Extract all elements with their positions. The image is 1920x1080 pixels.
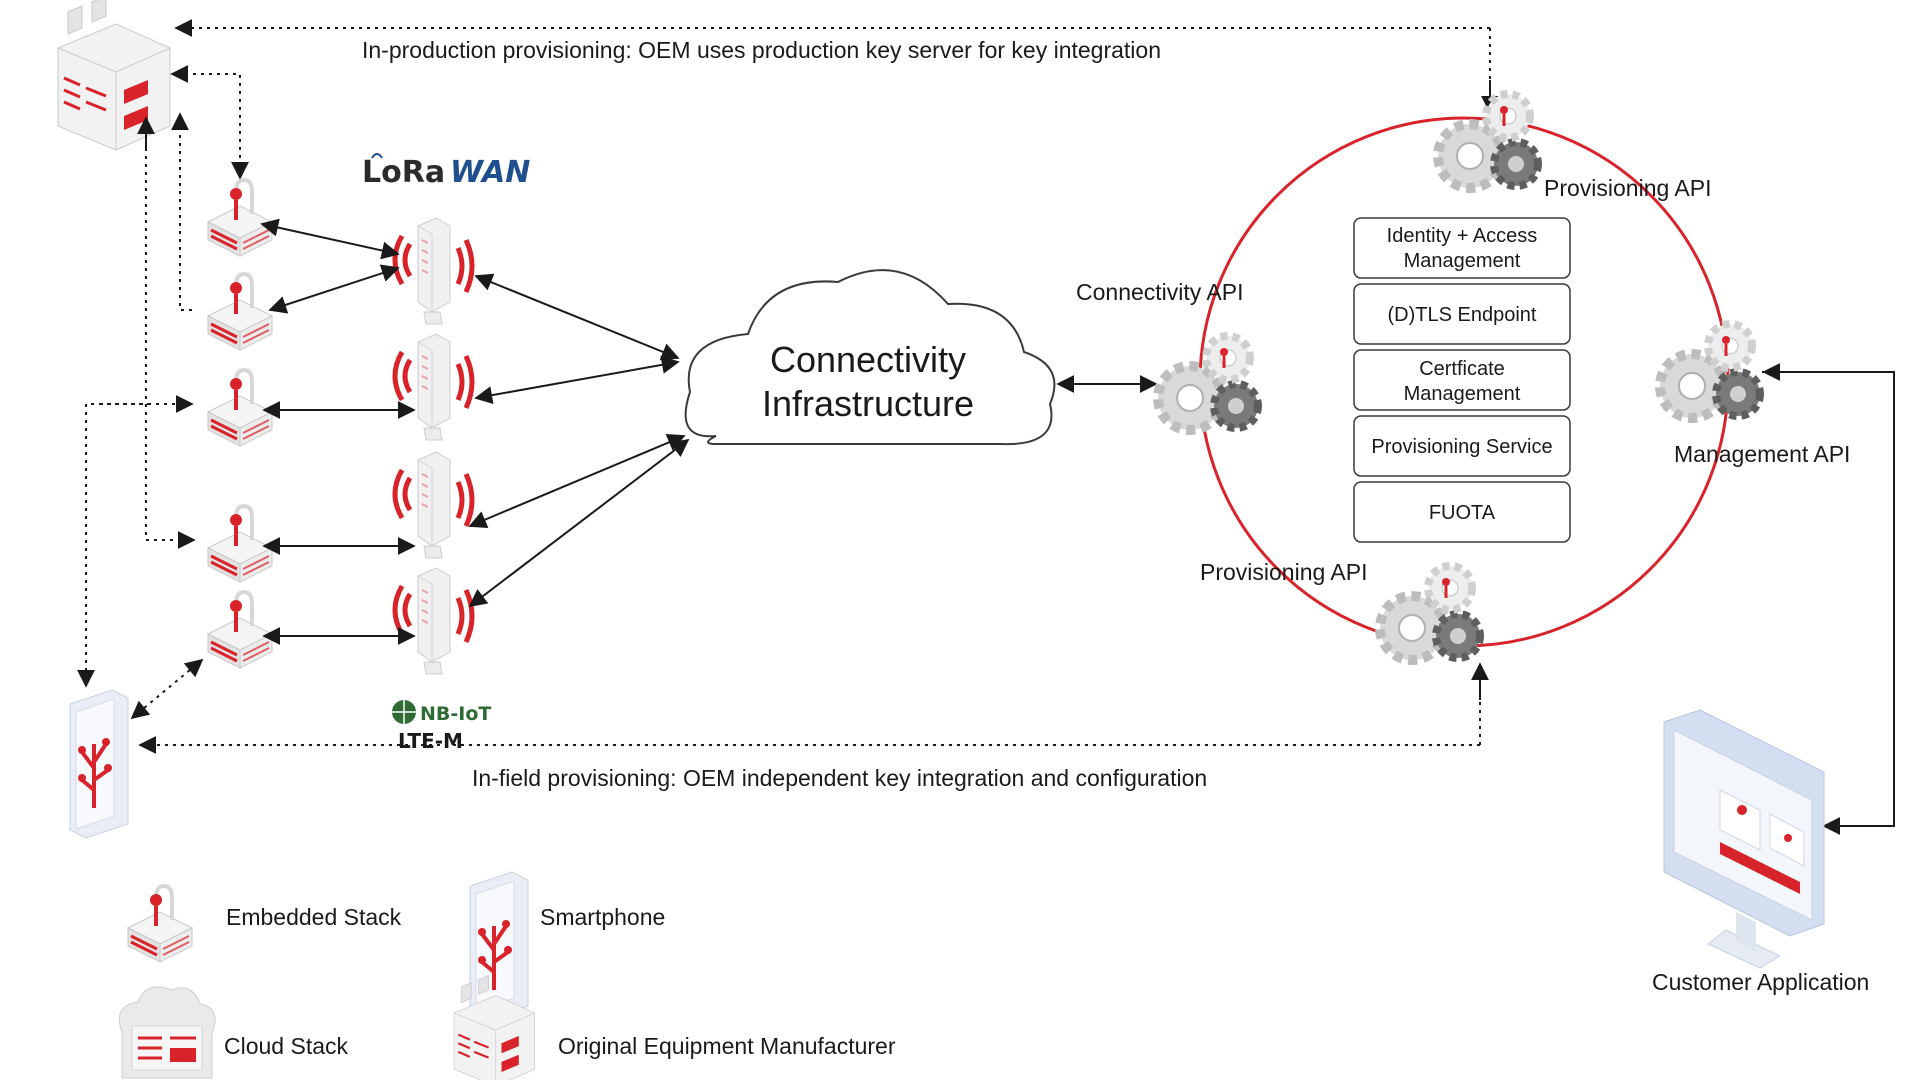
svg-text:Provisioning Service: Provisioning Service [1371, 436, 1552, 458]
svg-text:Identity + Access: Identity + Access [1387, 225, 1538, 247]
gateway-tower-1 [395, 218, 472, 324]
service-box-certificate: Certficate Management [1353, 349, 1571, 411]
gateway-cloud-links [468, 273, 690, 608]
in-field-provisioning-label: In-field provisioning: OEM independent k… [472, 765, 1207, 791]
oem-factory-icon [56, 0, 172, 152]
cloud-title-line1: Connectivity [770, 339, 966, 380]
svg-text:Certficate: Certficate [1419, 358, 1505, 380]
cloud-title-line2: Infrastructure [762, 383, 974, 424]
nbiot-logo: NB-IoT [392, 700, 491, 725]
service-box-provisioning: Provisioning Service [1353, 415, 1571, 477]
service-box-dtls: (D)TLS Endpoint [1353, 283, 1571, 345]
api-provisioning-bottom: Provisioning API [1200, 559, 1367, 585]
gateway-tower-2 [395, 334, 472, 440]
embedded-device-5 [206, 590, 274, 670]
svg-text:NB-IoT: NB-IoT [420, 703, 491, 725]
ltem-logo: LTE-M [398, 729, 463, 753]
embedded-device-4 [206, 504, 274, 584]
legend-embedded-stack-icon [126, 884, 194, 964]
customer-application-monitor-icon [1663, 709, 1825, 969]
embedded-device-3 [206, 368, 274, 448]
connectivity-infrastructure-cloud [684, 269, 1056, 446]
svg-text:WAN: WAN [450, 155, 530, 190]
legend-oem: Original Equipment Manufacturer [558, 1033, 896, 1059]
svg-text:LTE-M: LTE-M [398, 729, 463, 753]
gateway-tower-3 [395, 452, 472, 558]
gear-provisioning-top-icon [1438, 94, 1538, 188]
embedded-device-2 [206, 272, 274, 352]
api-provisioning-top: Provisioning API [1544, 175, 1711, 201]
gear-connectivity-icon [1158, 336, 1258, 430]
management-api-link [1762, 371, 1895, 835]
in-field-provisioning-line [140, 666, 1481, 745]
device-gateway-links [260, 218, 416, 645]
legend-cloud-stack-icon [117, 985, 217, 1080]
gear-provisioning-bottom-icon [1380, 566, 1480, 660]
svg-text:LoRa: LoRa [362, 155, 445, 190]
in-production-provisioning-line [176, 28, 1491, 112]
service-box-fuota: FUOTA [1353, 481, 1571, 543]
lorawan-logo: LoRa WAN [362, 153, 530, 190]
legend-embedded-stack: Embedded Stack [226, 904, 402, 930]
customer-application-label: Customer Application [1652, 969, 1869, 995]
legend-smartphone: Smartphone [540, 904, 665, 930]
svg-text:FUOTA: FUOTA [1429, 502, 1496, 524]
svg-text:Management: Management [1404, 250, 1521, 272]
gateway-tower-4 [395, 568, 472, 674]
service-box-identity: Identity + Access Management [1353, 217, 1571, 279]
svg-text:Management: Management [1404, 383, 1521, 405]
api-management: Management API [1674, 441, 1850, 467]
legend-cloud-stack: Cloud Stack [224, 1033, 349, 1059]
smartphone-icon [68, 688, 130, 840]
in-production-provisioning-label: In-production provisioning: OEM uses pro… [362, 37, 1161, 63]
svg-text:(D)TLS Endpoint: (D)TLS Endpoint [1388, 304, 1537, 326]
api-connectivity: Connectivity API [1076, 279, 1243, 305]
gear-management-icon [1660, 324, 1760, 418]
embedded-device-1 [206, 178, 274, 258]
